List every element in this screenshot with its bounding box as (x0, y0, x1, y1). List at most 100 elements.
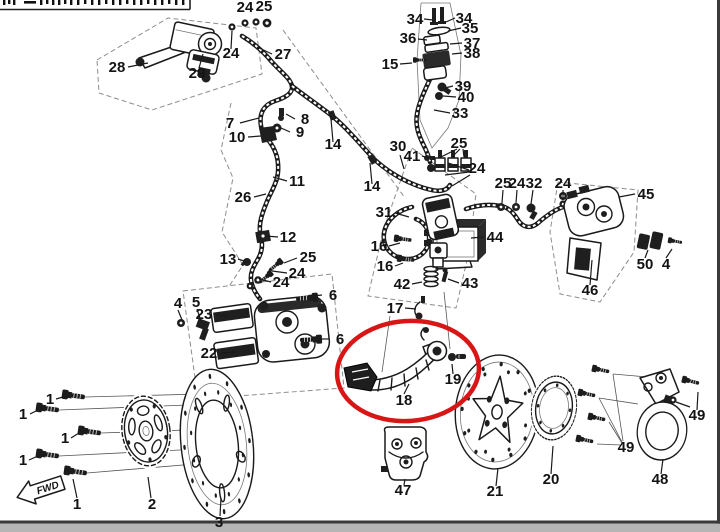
part-label-3: 3 (215, 514, 223, 531)
bolt-16b (396, 254, 416, 264)
reservoir-hose-33 (414, 74, 434, 165)
dashed-outlines (96, 2, 639, 400)
brake-pad-22 (213, 336, 260, 370)
part-label-11: 11 (289, 173, 305, 190)
part-label-34: 34 (456, 10, 473, 27)
part-label-21: 21 (487, 483, 504, 500)
part-label-5: 5 (192, 294, 200, 311)
brake-pad-50a (636, 233, 650, 250)
part-label-6: 6 (336, 331, 344, 348)
pin-43 (441, 270, 449, 283)
part-label-13: 13 (220, 251, 237, 268)
pad-pin-4 (667, 236, 683, 246)
part-label-14: 14 (364, 178, 381, 195)
rear-caliper (559, 184, 683, 281)
leader-lines (28, 17, 699, 517)
part-label-24: 24 (469, 160, 486, 177)
part-label-25: 25 (256, 0, 273, 15)
part-label-4: 4 (662, 256, 671, 273)
part-label-1: 1 (19, 452, 27, 469)
part-label-25: 25 (451, 135, 468, 152)
part-label-8: 8 (301, 111, 309, 128)
part-label-18: 18 (396, 392, 413, 409)
part-label-20: 20 (543, 471, 560, 488)
part-label-38: 38 (464, 45, 481, 62)
part-label-25: 25 (495, 175, 512, 192)
front-disc-group: FWD (16, 366, 260, 523)
bolt-16a (393, 234, 413, 244)
part-label-48: 48 (652, 471, 669, 488)
reservoir-tank (422, 50, 451, 69)
rear-master-cylinder (393, 164, 460, 320)
part-label-33: 33 (452, 105, 469, 122)
disc-bolt-1c (76, 424, 102, 439)
part-label-49: 49 (618, 439, 635, 456)
bracket-bolt-49c (586, 412, 607, 424)
part-label-41: 41 (404, 148, 421, 165)
part-label-24: 24 (223, 45, 240, 62)
part-label-24: 24 (237, 0, 254, 16)
part-label-1: 1 (73, 496, 81, 513)
fwd-arrow: FWD (16, 475, 66, 505)
bracket-bolt-49d (574, 434, 595, 446)
front-brake-disc-3 (173, 366, 260, 523)
abs-tone-ring-20 (529, 373, 579, 443)
part-label-31: 31 (376, 204, 393, 221)
part-label-24: 24 (273, 274, 290, 291)
part-label-24: 24 (555, 175, 572, 192)
part-label-50: 50 (637, 256, 654, 273)
brake-pad-23 (210, 302, 254, 334)
part-label-44: 44 (487, 229, 504, 246)
part-label-42: 42 (394, 276, 411, 293)
bracket-bolt-49b (576, 388, 597, 400)
part-label-1: 1 (19, 406, 27, 423)
front-caliper (177, 257, 331, 370)
front-upper-hose-27 (239, 33, 295, 142)
part-label-7: 7 (226, 115, 234, 132)
spring-42 (423, 265, 439, 288)
part-label-14: 14 (325, 136, 342, 153)
part-label-26: 26 (235, 189, 252, 206)
part-label-2: 2 (148, 496, 156, 513)
disc-bolt-1a (60, 388, 86, 403)
part-label-9: 9 (296, 124, 304, 141)
part-label-35: 35 (462, 20, 479, 37)
part-label-10: 10 (229, 129, 246, 146)
clip-14b (367, 154, 378, 165)
part-labels: 28 29 24 24 25 27 34 34 35 36 37 38 15 3… (19, 0, 706, 531)
part-label-19: 19 (445, 371, 462, 388)
clip-14a (327, 110, 337, 121)
brake-pedal (343, 327, 466, 392)
part-label-6: 6 (329, 287, 337, 304)
nut-40 (435, 92, 443, 100)
part-label-22: 22 (201, 345, 218, 362)
brake-hoses (239, 33, 604, 302)
brake-pad-50b (649, 231, 664, 250)
part-label-16: 16 (377, 258, 394, 275)
bolt-8 (279, 108, 284, 116)
part-label-28: 28 (109, 59, 126, 76)
part-label-23: 23 (196, 306, 213, 323)
tee-10 (259, 126, 277, 143)
part-label-43: 43 (462, 275, 479, 292)
part-label-32: 32 (526, 175, 543, 192)
right-border (717, 0, 720, 532)
part-label-36: 36 (400, 30, 417, 47)
part-label-1: 1 (61, 430, 69, 447)
part-label-34: 34 (407, 11, 424, 28)
part-label-12: 12 (280, 229, 297, 246)
hose-fittings (240, 108, 378, 267)
rear-caliper-bracket (574, 364, 701, 461)
part-label-49: 49 (689, 407, 706, 424)
bracket-bolt-49e (680, 375, 701, 388)
part-label-47: 47 (395, 482, 412, 499)
part-label-27: 27 (275, 46, 292, 63)
disc-bolt-1d (34, 447, 60, 462)
part-label-46: 46 (582, 282, 599, 299)
bottom-border (0, 520, 720, 532)
pivot-bolt-19 (448, 353, 456, 361)
part-label-37: 37 (464, 35, 481, 52)
part-label-24: 24 (289, 265, 306, 282)
disc-bolt-1e (62, 464, 88, 479)
